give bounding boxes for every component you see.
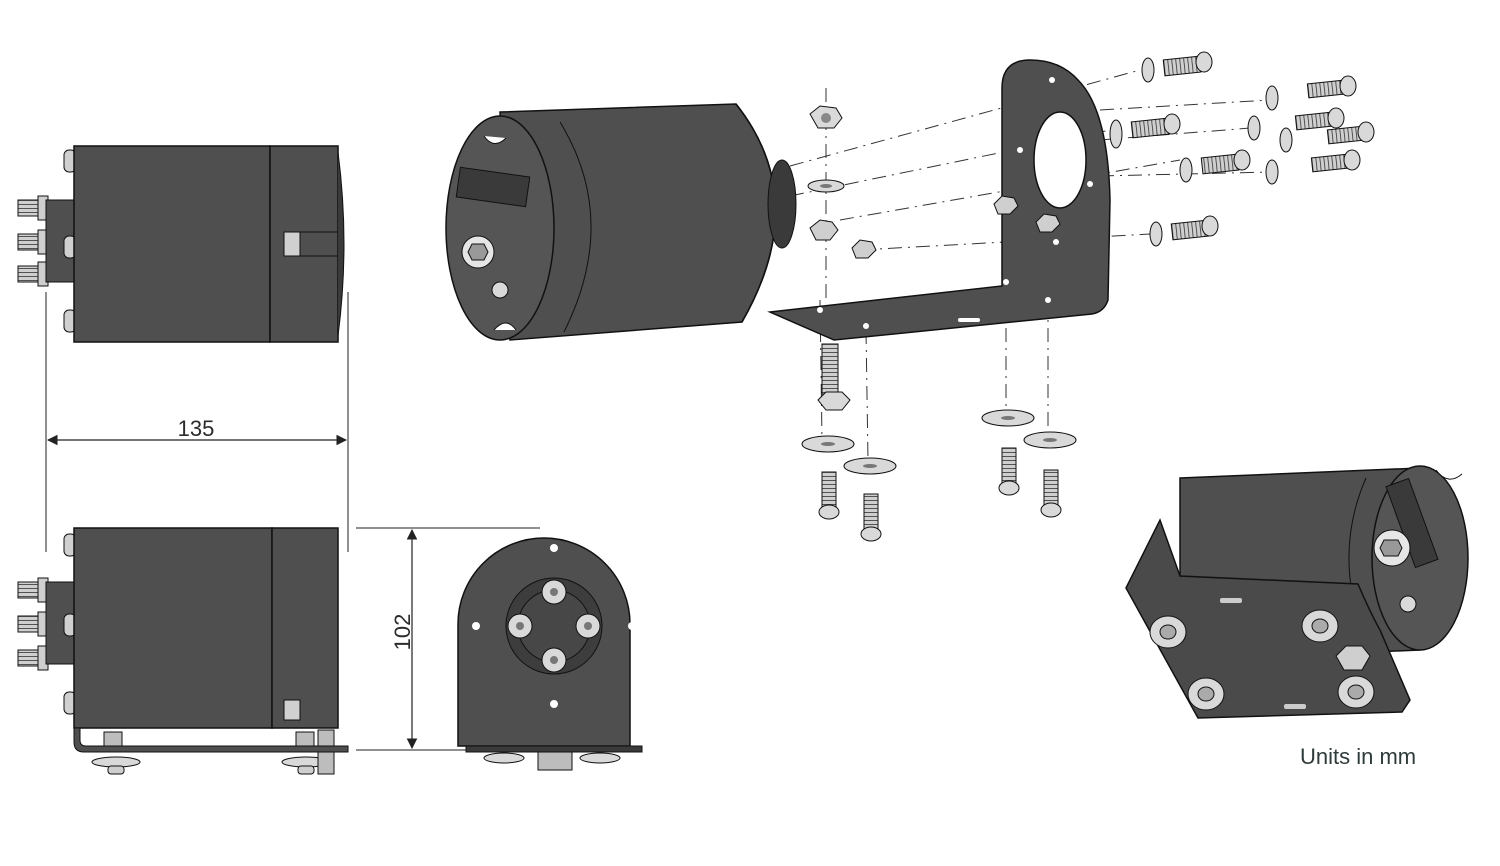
exploded-bolts-bottom: [801, 343, 1077, 542]
motor-body-bottom: [73, 527, 273, 729]
motor-isometric: [445, 103, 797, 341]
side-view-bottom: [17, 527, 349, 775]
exploded-bolts-right: [1109, 51, 1375, 247]
length-dimension-label: 135: [178, 416, 215, 441]
side-view-top: [17, 145, 345, 343]
mounting-bracket-side: [73, 727, 349, 753]
height-dimension: 102: [356, 527, 540, 751]
terminal-bolts-top: [17, 195, 49, 287]
motor-endface: [445, 115, 555, 341]
mounting-bracket-isometric: [767, 59, 1111, 341]
assembled-screws: [1149, 609, 1375, 711]
motor-endcap-bottom: [271, 527, 339, 729]
assembled-bracket: [1125, 518, 1411, 719]
bracket-hardware-side: [91, 729, 335, 775]
assembled-view: [1125, 465, 1469, 719]
exploded-nuts: [807, 105, 1061, 259]
motor-body-top: [73, 145, 271, 343]
units-note: Units in mm: [1300, 744, 1417, 769]
front-nuts: [507, 579, 601, 673]
motor-endcap-top: [269, 145, 339, 343]
terminal-bolts-bottom: [17, 577, 49, 671]
front-view: [457, 537, 643, 771]
height-dimension-label: 102: [390, 614, 415, 651]
front-feet: [483, 751, 621, 771]
exploded-view: [445, 51, 1375, 542]
length-dimension: 135: [45, 292, 349, 552]
